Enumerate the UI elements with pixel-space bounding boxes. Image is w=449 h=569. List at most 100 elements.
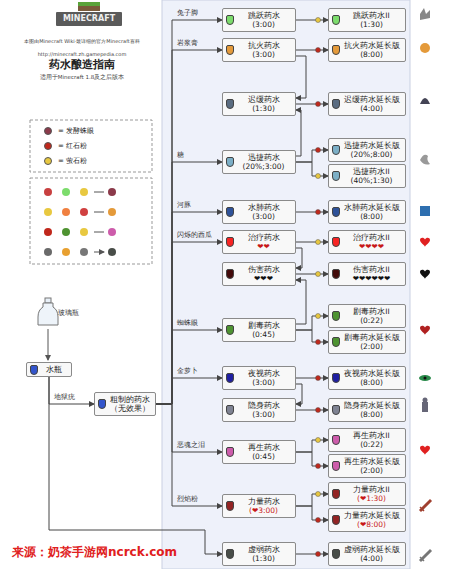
potion-stat: ❤❤❤❤❤❤ bbox=[341, 274, 402, 283]
connector bbox=[296, 212, 328, 213]
potion-icon bbox=[226, 99, 234, 109]
text-label: 来源：奶茶手游网ncrck.com bbox=[12, 546, 212, 560]
potion-box: 迅捷药水延长版(20%;8:00) bbox=[328, 138, 406, 162]
potion-name: 抗火药水 bbox=[235, 41, 292, 50]
ingredient-dot bbox=[316, 240, 321, 245]
potion-box: 粗制的药水（无效果） bbox=[94, 392, 156, 416]
potion-stat: (8:00) bbox=[341, 212, 402, 221]
potion-icon bbox=[332, 269, 340, 279]
connector bbox=[156, 378, 222, 404]
connector bbox=[156, 242, 222, 404]
connector bbox=[296, 56, 306, 98]
ingredient-dot bbox=[316, 376, 321, 381]
potion-stat: ❤❤❤ bbox=[235, 274, 292, 283]
potion-name: 迅捷药水II bbox=[341, 167, 402, 176]
legend-swatch bbox=[44, 127, 52, 135]
potion-icon bbox=[226, 501, 234, 511]
ingredient-label: 糖 bbox=[176, 151, 185, 159]
connector bbox=[296, 104, 328, 105]
potion-stat: (4:00) bbox=[341, 554, 402, 563]
potion-box: 抗火药水延长版(8:00) bbox=[328, 38, 406, 62]
potion-stat: (2:00) bbox=[341, 342, 402, 351]
potion-name: 虚弱药水延长版 bbox=[341, 545, 402, 554]
connector bbox=[156, 212, 222, 404]
potion-box: 跳跃药水II(1:30) bbox=[328, 8, 406, 32]
potion-name: 夜视药水 bbox=[235, 369, 292, 378]
potion-box: 剧毒药水(0:45) bbox=[222, 318, 296, 342]
potion-name: 再生药水 bbox=[235, 443, 292, 452]
connector bbox=[296, 110, 301, 156]
potion-stat: ❤❤❤❤ bbox=[341, 242, 402, 251]
connector bbox=[156, 50, 222, 404]
text-label: 适用于Minecraft 1.8及之后版本 bbox=[2, 74, 162, 81]
potion-stat: (0:22) bbox=[341, 316, 402, 325]
effect-icons bbox=[419, 8, 431, 561]
ingredient-dot bbox=[316, 102, 321, 107]
potion-icon bbox=[332, 515, 340, 525]
potion-name: 治疗药水 bbox=[235, 233, 292, 242]
potion-name: 迅捷药水延长版 bbox=[341, 141, 402, 150]
text-label: MINECRAFT bbox=[56, 14, 122, 24]
potion-stat: (1:30) bbox=[235, 104, 292, 113]
potion-box: 跳跃药水(3:00) bbox=[222, 8, 296, 32]
potion-name: 水瓶 bbox=[39, 365, 68, 374]
connector bbox=[296, 554, 328, 555]
potion-name: 虚弱药水 bbox=[235, 545, 292, 554]
potion-box: 迅捷药水II(40%;1:30) bbox=[328, 164, 406, 188]
potion-stat: (8:00) bbox=[341, 378, 402, 387]
potion-icon bbox=[332, 461, 340, 471]
ingredient-label: 蜘蛛眼 bbox=[176, 319, 199, 327]
title: 药水酿造指南 bbox=[4, 58, 160, 71]
potion-box: 虚弱药水延长版(4:00) bbox=[328, 542, 406, 566]
potion-icon bbox=[226, 15, 234, 25]
potion-name: 夜视药水延长版 bbox=[341, 369, 402, 378]
ingredient-dot bbox=[316, 272, 321, 277]
connector bbox=[49, 377, 222, 554]
ingredient-label: 河豚 bbox=[176, 201, 192, 209]
potion-name: 力量药水延长版 bbox=[341, 511, 402, 520]
text-label: http://minecraft.zh.gamepedia.com bbox=[2, 51, 162, 58]
potion-icon bbox=[226, 549, 234, 559]
potion-icon bbox=[226, 373, 234, 383]
legend-swatch bbox=[44, 142, 52, 150]
connector bbox=[156, 20, 222, 404]
potion-stat: (1:30) bbox=[235, 554, 292, 563]
potion-stat: (3:00) bbox=[235, 212, 292, 221]
legend-text: = 红石粉 bbox=[58, 142, 87, 151]
potion-stat: (❤8:00) bbox=[341, 520, 402, 529]
potion-icon bbox=[332, 435, 340, 445]
potion-stat: (❤1:30) bbox=[341, 494, 402, 503]
legend-text: = 发酵蛛眼 bbox=[58, 127, 94, 136]
potion-box: 剧毒药水II(0:22) bbox=[328, 304, 406, 328]
potion-icon bbox=[332, 15, 340, 25]
potion-box: 夜视药水延长版(8:00) bbox=[328, 366, 406, 390]
legend-text: = 萤石粉 bbox=[58, 157, 87, 166]
potion-box: 力量药水延长版(❤8:00) bbox=[328, 508, 406, 532]
potion-stat: (3:00) bbox=[235, 378, 292, 387]
text-label: 玻璃瓶 bbox=[58, 309, 98, 318]
potion-icon bbox=[226, 157, 234, 167]
connector bbox=[296, 242, 328, 243]
potion-box: 隐身药水(3:00) bbox=[222, 398, 296, 422]
ingredient-label: 地狱疣 bbox=[53, 393, 76, 401]
connector bbox=[156, 404, 222, 452]
potion-name: 力量药水 bbox=[235, 497, 292, 506]
connector bbox=[156, 162, 222, 404]
potion-stat: (1:30) bbox=[341, 20, 402, 29]
potion-stat: (0:22) bbox=[341, 440, 402, 449]
legend-swatch bbox=[44, 157, 52, 165]
potion-name: 迅捷药水 bbox=[235, 153, 292, 162]
potion-name: 再生药水延长版 bbox=[341, 457, 402, 466]
potion-stat: (3:00) bbox=[235, 20, 292, 29]
connector bbox=[296, 410, 328, 411]
potion-box: 夜视药水(3:00) bbox=[222, 366, 296, 390]
connector bbox=[296, 162, 328, 176]
potion-icon bbox=[332, 99, 340, 109]
potion-box: 虚弱药水(1:30) bbox=[222, 542, 296, 566]
potion-name: 再生药水II bbox=[341, 431, 402, 440]
potion-stat: (20%;3:00) bbox=[235, 162, 292, 171]
potion-box: 力量药水(❤3:00) bbox=[222, 494, 296, 518]
ingredient-dot bbox=[316, 438, 321, 443]
potion-stat: (❤3:00) bbox=[235, 506, 292, 515]
logo bbox=[56, 2, 122, 26]
